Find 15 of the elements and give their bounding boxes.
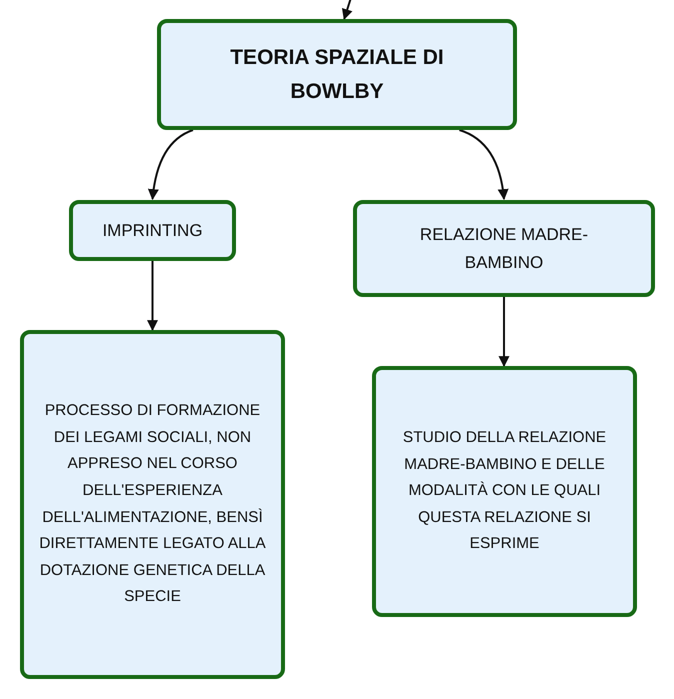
arrow [147,261,158,332]
node-text: RELAZIONE MADRE-BAMBINO [418,224,590,274]
node-text: IMPRINTING [102,220,203,242]
concept-box [372,366,637,617]
title-text: TEORIA SPAZIALE DI BOWLBY [229,44,445,104]
concept-box [20,330,285,679]
arrow [459,129,508,200]
concept-box [353,200,655,297]
arrow [148,129,194,200]
arrow [342,0,352,20]
concept-box [157,19,517,130]
node-text: STUDIO DELLA RELAZIONE MADRE-BAMBINO E DELLE MODALITÀ CON LE QUALI QUESTA RELAZIONE SI ESPRIME [402,428,608,554]
concept-box [69,200,236,261]
node-text: PROCESSO DI FORMAZIONE DEI LEGAMI SOCIALI, NON APPRESO NEL CORSO DELL'ESPERIENZA DELL'ALIMENTAZIONE, BENSÌ DIRETTAMENTE LEGATO ALLA DOTAZIONE GENETICA DELLA SPECIE [38,400,267,608]
arrow [498,297,510,368]
